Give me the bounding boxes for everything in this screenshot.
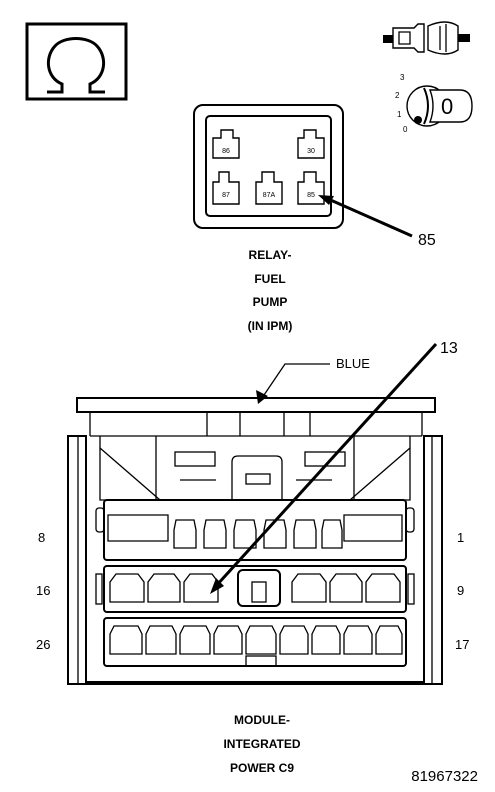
ignition-position-3: 3 <box>400 73 405 82</box>
figure-id: 81967322 <box>411 768 478 785</box>
pin-label-17: 17 <box>455 637 469 652</box>
connector-caption: MODULE- INTEGRATED POWER C9 <box>223 713 300 775</box>
pin-label-1: 1 <box>457 530 464 545</box>
svg-text:85: 85 <box>307 192 315 199</box>
svg-text:30: 30 <box>307 148 315 155</box>
svg-text:87: 87 <box>222 192 230 199</box>
svg-text:INTEGRATED: INTEGRATED <box>223 737 300 751</box>
pin-label-9: 9 <box>457 583 464 598</box>
ignition-key-label: 0 <box>441 94 453 119</box>
relay-terminal-87a: 87A <box>255 171 283 205</box>
svg-text:87A: 87A <box>263 192 276 199</box>
pin-row-labels: 8 1 16 9 26 17 <box>36 530 469 652</box>
ignition-position-1: 1 <box>397 110 402 119</box>
relay-caption: RELAY- FUEL PUMP (IN IPM) <box>248 248 293 333</box>
ohmmeter-icon <box>25 22 128 101</box>
svg-text:MODULE-: MODULE- <box>234 713 290 727</box>
ignition-position-0: 0 <box>403 125 408 134</box>
integrated-power-module-connector: 13 <box>67 340 458 685</box>
svg-text:RELAY-: RELAY- <box>249 248 292 262</box>
svg-text:PUMP: PUMP <box>253 295 288 309</box>
pin-label-26: 26 <box>36 637 50 652</box>
fuel-pump-relay: 86 30 87 87A 85 85 <box>193 104 436 249</box>
svg-text:86: 86 <box>222 148 230 155</box>
relay-terminal-86: 86 <box>212 129 240 159</box>
ignition-key-icon: 3 2 1 0 0 <box>395 73 473 134</box>
relay-terminal-87: 87 <box>212 171 240 205</box>
relay-terminal-85: 85 <box>297 171 325 205</box>
connector-callout-13: 13 <box>440 340 458 357</box>
pin-label-8: 8 <box>38 530 45 545</box>
svg-text:POWER C9: POWER C9 <box>230 761 294 775</box>
svg-text:BLUE: BLUE <box>336 356 370 371</box>
ignition-position-2: 2 <box>395 91 400 100</box>
relay-callout-85: 85 <box>418 232 436 249</box>
connector-unplugged-icon <box>383 21 470 55</box>
connector-color-label: BLUE <box>256 356 370 404</box>
pin-label-16: 16 <box>36 583 50 598</box>
relay-terminal-30: 30 <box>297 129 325 159</box>
svg-text:(IN IPM): (IN IPM) <box>248 319 293 333</box>
svg-text:FUEL: FUEL <box>254 272 285 286</box>
